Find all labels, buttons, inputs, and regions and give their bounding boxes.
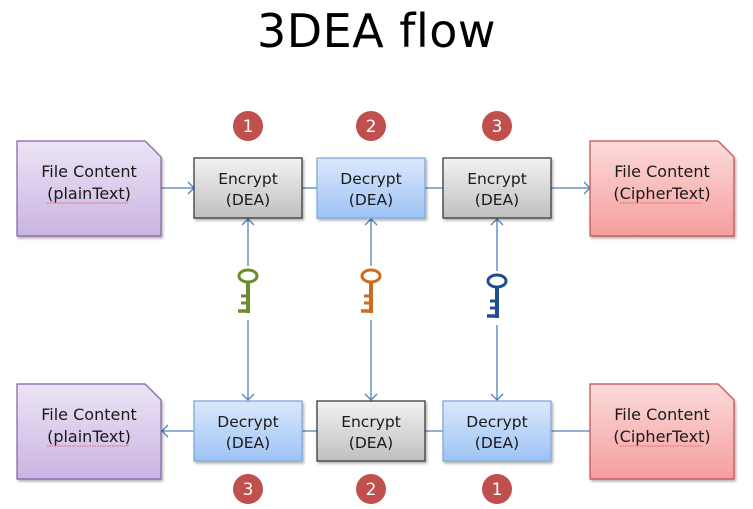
keys bbox=[237, 268, 508, 318]
operation-label: Encrypt bbox=[341, 413, 401, 431]
bottom-step-badge-2: 2 bbox=[356, 474, 386, 504]
operation-label: Decrypt bbox=[466, 413, 527, 431]
badge-number: 3 bbox=[492, 117, 503, 137]
operation-label: Decrypt bbox=[340, 170, 401, 188]
badge-circle bbox=[482, 474, 512, 504]
badge-circle bbox=[482, 111, 512, 141]
step-badges: 1 2 3 3 2 1 bbox=[233, 111, 512, 504]
algorithm-label: (DEA) bbox=[226, 191, 270, 209]
nodes: File Content (plainText) File Content (Ciph… bbox=[16, 140, 735, 480]
file-sublabel: (plainText) bbox=[47, 184, 131, 203]
algorithm-label: (DEA) bbox=[475, 434, 519, 452]
algorithm-label: (DEA) bbox=[349, 191, 393, 209]
decrypt-box bbox=[193, 400, 303, 462]
file-shape bbox=[16, 383, 162, 480]
arrowhead-bottom-out bbox=[161, 424, 169, 438]
arrowhead-key-down-3 bbox=[490, 393, 504, 401]
algorithm-label: (DEA) bbox=[226, 434, 270, 452]
badge-number: 1 bbox=[243, 117, 254, 137]
bottom-step-badge-3: 1 bbox=[482, 474, 512, 504]
diagram-title: 3DEA flow bbox=[256, 4, 497, 58]
badge-circle bbox=[356, 111, 386, 141]
arrowhead-key-up-3 bbox=[490, 218, 504, 226]
decrypt-box bbox=[442, 400, 552, 462]
operation-label: Encrypt bbox=[218, 170, 278, 188]
top-step-3-encrypt: Encrypt (DEA) bbox=[442, 157, 552, 219]
badge-number: 2 bbox=[366, 117, 377, 137]
bottom-step-decrypt-1: Decrypt (DEA) bbox=[193, 400, 303, 462]
connectors bbox=[161, 181, 591, 438]
file-shape bbox=[589, 383, 735, 480]
plaintext-source-node: File Content (plainText) bbox=[16, 140, 162, 237]
ciphertext-target-node: File Content (CipherText) bbox=[589, 140, 735, 237]
encrypt-box bbox=[442, 157, 552, 219]
badge-circle bbox=[233, 111, 263, 141]
key-1-icon bbox=[237, 268, 259, 313]
operation-label: Decrypt bbox=[217, 413, 278, 431]
algorithm-label: (DEA) bbox=[475, 191, 519, 209]
arrowhead-key-down-2 bbox=[364, 393, 378, 401]
top-step-2-decrypt: Decrypt (DEA) bbox=[316, 157, 426, 219]
arrowhead-key-up-1 bbox=[241, 218, 255, 226]
top-step-badge-3: 3 bbox=[482, 111, 512, 141]
badge-number: 1 bbox=[492, 480, 503, 500]
file-label: File Content bbox=[614, 405, 710, 424]
key-2-icon bbox=[360, 268, 382, 313]
top-step-badge-1: 1 bbox=[233, 111, 263, 141]
file-label: File Content bbox=[41, 405, 137, 424]
decrypt-box bbox=[316, 157, 426, 219]
badge-number: 2 bbox=[366, 480, 377, 500]
operation-label: Encrypt bbox=[467, 170, 527, 188]
key-3-icon bbox=[486, 273, 508, 318]
top-step-badge-2: 2 bbox=[356, 111, 386, 141]
arrowhead-key-up-2 bbox=[364, 218, 378, 226]
file-sublabel: (plainText) bbox=[47, 427, 131, 446]
file-shape bbox=[589, 140, 735, 237]
algorithm-label: (DEA) bbox=[349, 434, 393, 452]
bottom-step-encrypt-2: Encrypt (DEA) bbox=[316, 400, 426, 462]
file-label: File Content bbox=[614, 162, 710, 181]
arrowhead-key-down-1 bbox=[241, 393, 255, 401]
bottom-step-decrypt-3: Decrypt (DEA) bbox=[442, 400, 552, 462]
badge-circle bbox=[233, 474, 263, 504]
badge-circle bbox=[356, 474, 386, 504]
file-shape bbox=[16, 140, 162, 237]
encrypt-box bbox=[193, 157, 303, 219]
ciphertext-source-node: File Content (CipherText) bbox=[589, 383, 735, 480]
file-label: File Content bbox=[41, 162, 137, 181]
file-sublabel: (CipherText) bbox=[613, 427, 710, 446]
encrypt-box bbox=[316, 400, 426, 462]
file-sublabel: (CipherText) bbox=[613, 184, 710, 203]
bottom-step-badge-1: 3 bbox=[233, 474, 263, 504]
top-step-1-encrypt: Encrypt (DEA) bbox=[193, 157, 303, 219]
plaintext-result-node: File Content (plainText) bbox=[16, 383, 162, 480]
badge-number: 3 bbox=[243, 480, 254, 500]
